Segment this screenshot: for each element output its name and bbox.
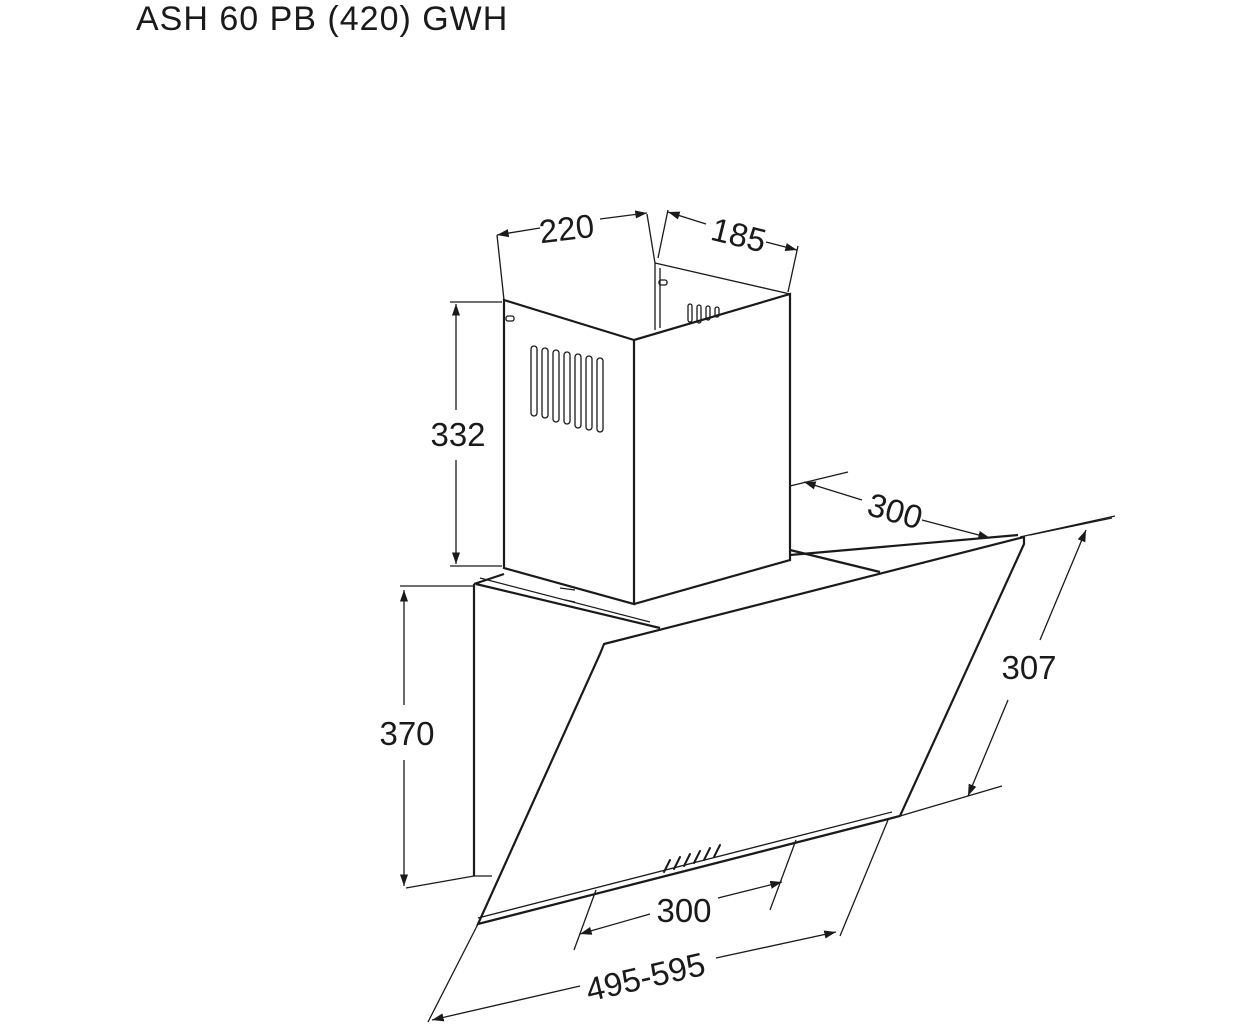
chimney-vent-slots [530, 345, 604, 433]
control-slots [663, 844, 721, 873]
dim-chimney-height: 332 [430, 416, 485, 453]
dim-chimney-depth: 185 [708, 210, 770, 259]
dim-chimney-width: 220 [537, 207, 596, 250]
dim-outlet-width: 300 [656, 892, 711, 929]
dim-glass-height: 307 [1001, 649, 1056, 686]
dim-hood-depth-top: 300 [864, 486, 927, 537]
hood-body [472, 533, 1026, 926]
dim-hood-height: 370 [379, 715, 434, 752]
dim-hood-width-range: 495-595 [582, 945, 708, 1008]
dimension-lines [399, 209, 1116, 1023]
chimney [502, 262, 792, 606]
product-title: ASH 60 PB (420) GWH [136, 0, 509, 38]
